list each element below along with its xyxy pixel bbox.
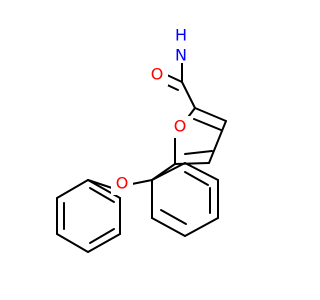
bond-7	[194, 107, 227, 122]
amide-oxygen-label: O	[151, 65, 164, 84]
bond-24	[56, 179, 89, 199]
bond-32	[89, 187, 115, 203]
bond-19	[160, 209, 187, 225]
bond-9	[208, 120, 227, 164]
bond-15	[184, 217, 219, 237]
bond-10	[174, 162, 210, 165]
bond-8	[193, 118, 222, 131]
amide-nitrogen-h-label: H	[175, 26, 187, 45]
bond-2	[166, 74, 183, 83]
bond-11	[184, 150, 213, 155]
amide-nitrogen-label: N	[175, 46, 187, 65]
bond-27	[87, 233, 121, 253]
bond-18	[151, 162, 186, 181]
furan-oxygen-label: O	[174, 117, 187, 136]
furan-oxygen-atom: O	[169, 116, 191, 138]
molecule-structure-canvas: H N O O O	[56, 26, 227, 253]
bond-17	[184, 162, 219, 181]
bond-14	[151, 217, 186, 237]
bond-4	[181, 81, 196, 109]
bond-22	[131, 179, 153, 185]
amide-oxygen-atom: O	[146, 64, 168, 86]
bond-layer	[56, 46, 227, 253]
ether-oxygen-label: O	[116, 174, 129, 193]
bond-26	[56, 233, 89, 253]
bond-31	[89, 228, 115, 244]
ether-oxygen-atom: O	[111, 173, 133, 195]
bond-21	[184, 171, 209, 186]
amide-nitrogen-atom: H N	[170, 26, 194, 65]
